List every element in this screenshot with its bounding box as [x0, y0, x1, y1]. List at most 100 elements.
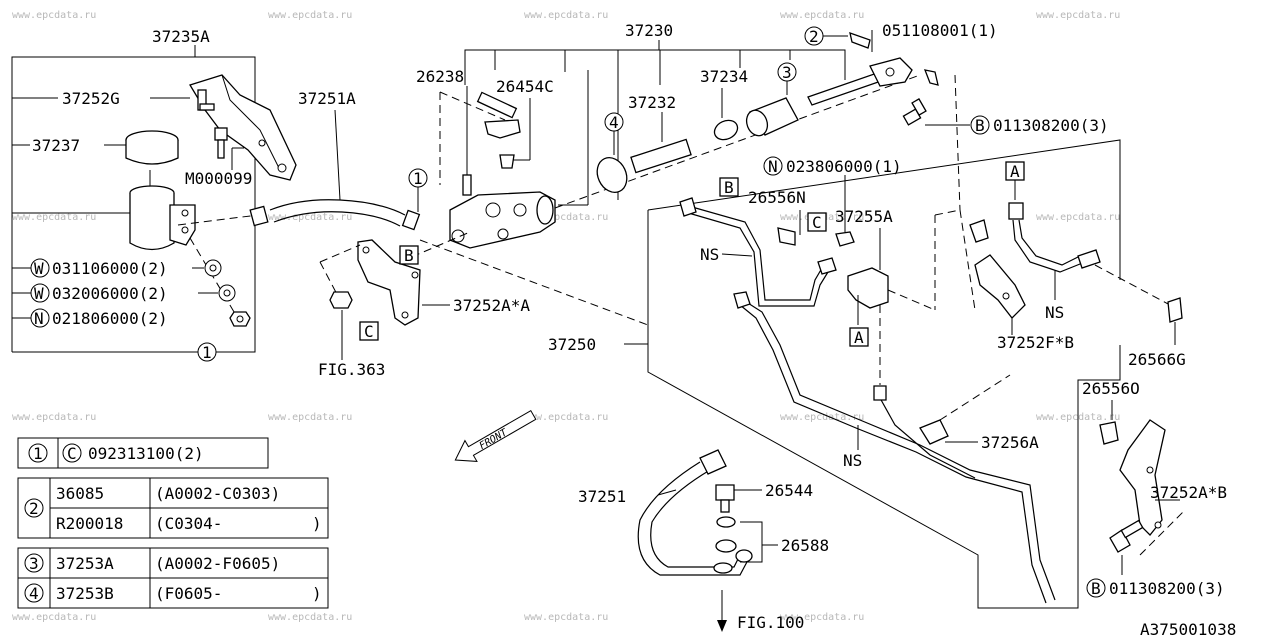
- bracket-hole: [1154, 521, 1162, 529]
- part-label-37252AxB[interactable]: 37252A*B: [1150, 483, 1227, 502]
- bracket-hole: [1002, 292, 1010, 300]
- legend-row1-part[interactable]: 092313100(2): [88, 444, 204, 463]
- pipe-end-fitting: [817, 257, 837, 275]
- legend-row2a-part[interactable]: 36085: [56, 484, 104, 503]
- legend-row-1: [17, 437, 269, 469]
- part-label-37230[interactable]: 37230: [625, 21, 673, 40]
- part-label-26556N[interactable]: 26556N: [748, 188, 806, 207]
- reservoir-group: 37235A 37252G 37237 M000099: [11, 27, 297, 362]
- diagram-id: A375001038: [1140, 620, 1236, 639]
- legend-row2b-range: (C0304-: [155, 514, 222, 533]
- push-rod: [807, 71, 885, 106]
- part-label-37235A[interactable]: 37235A: [152, 27, 210, 46]
- cylinder-port: [497, 228, 509, 240]
- legend-row2b-part[interactable]: R200018: [56, 514, 123, 533]
- bracket-bolt: [969, 219, 989, 243]
- watermark: www.epcdata.ru: [268, 10, 352, 21]
- ns-label: NS: [843, 451, 862, 470]
- part-label-37252AxA[interactable]: 37252A*A: [453, 296, 530, 315]
- bracket-hole: [401, 311, 409, 319]
- hose-end-fitting: [1077, 249, 1101, 269]
- fastener-axis-dashed: [189, 237, 241, 323]
- axis-dashed: [887, 289, 936, 311]
- part-label-26544[interactable]: 26544: [765, 481, 813, 500]
- part-label-051108001[interactable]: 051108001(1): [882, 21, 998, 40]
- watermark: www.epcdata.ru: [12, 612, 96, 623]
- part-label-M000099[interactable]: M000099: [185, 169, 252, 188]
- part-label-26556O[interactable]: 26556O: [1082, 379, 1140, 398]
- hose-37251-b: [650, 469, 741, 568]
- legend-row4-close: ): [312, 584, 322, 603]
- part-label-031106000[interactable]: 031106000(2): [52, 259, 168, 278]
- callout-number-3: 3: [782, 63, 792, 82]
- part-label-37252FxB[interactable]: 37252F*B: [997, 333, 1074, 352]
- legend-row3-range: (A0002-F0605): [155, 554, 280, 573]
- grommet: [499, 154, 515, 169]
- part-label-37250[interactable]: 37250: [548, 335, 596, 354]
- legend-row3-num: 3: [29, 554, 39, 573]
- part-label-37232[interactable]: 37232: [628, 93, 676, 112]
- legend-row4-part[interactable]: 37253B: [56, 584, 114, 603]
- axis-dashed: [939, 374, 1011, 421]
- bolt-m000099-head: [214, 127, 228, 141]
- part-label-032006000[interactable]: 032006000(2): [52, 284, 168, 303]
- clip-26566G: [1167, 297, 1183, 323]
- cylinder-end: [536, 195, 554, 225]
- part-label-37256A[interactable]: 37256A: [981, 433, 1039, 452]
- nut-marker-n: [763, 156, 783, 176]
- nut-hole: [236, 315, 244, 323]
- flexible-hose-group: 37251 26544 26588 FIG.100: [578, 449, 829, 632]
- part-label-023806000[interactable]: 023806000(1): [786, 157, 902, 176]
- bracket-37252AxB: [1119, 419, 1166, 536]
- watermark: www.epcdata.ru: [268, 212, 352, 223]
- fig-reference-363[interactable]: FIG.363: [318, 360, 385, 379]
- bracket-37252G-shape: [189, 74, 297, 181]
- nut-023806000: [835, 231, 855, 247]
- reservoir-cap-body: [125, 140, 179, 165]
- part-label-011308200[interactable]: 011308200(3): [993, 116, 1109, 135]
- pipe-branch: [879, 397, 976, 479]
- bracket-hole: [258, 139, 266, 147]
- watermark: www.epcdata.ru: [12, 212, 96, 223]
- mount-hole: [181, 209, 189, 217]
- legend-row4-range: (F0605-: [155, 584, 222, 603]
- part-label-37252G[interactable]: 37252G: [62, 89, 120, 108]
- part-label-26238[interactable]: 26238: [416, 67, 464, 86]
- part-label-37237[interactable]: 37237: [32, 136, 80, 155]
- cylinder-port: [485, 202, 501, 218]
- hose-clamp: [401, 209, 421, 231]
- union-37255A: [847, 267, 889, 309]
- pipe-upper-b: [684, 211, 829, 307]
- part-label-37251[interactable]: 37251: [578, 487, 626, 506]
- bracket-hole: [362, 246, 370, 254]
- axis-dashed: [1094, 264, 1171, 306]
- part-label-37234[interactable]: 37234: [700, 67, 748, 86]
- clip-26454C: [484, 119, 521, 139]
- legend-row4-num: 4: [29, 584, 39, 603]
- axis-dashed: [954, 74, 961, 211]
- banjo-bolt-26544: [715, 484, 735, 501]
- legend-marker-c: [62, 443, 82, 463]
- watermark: www.epcdata.ru: [1036, 10, 1120, 21]
- leader-line: [657, 489, 677, 496]
- hose-37251-a: [637, 461, 749, 576]
- part-label-37255A[interactable]: 37255A: [835, 207, 893, 226]
- pipe-main-b: [739, 304, 1047, 604]
- watermark: www.epcdata.ru: [780, 612, 864, 623]
- part-label-37251A[interactable]: 37251A: [298, 89, 356, 108]
- part-label-26454C[interactable]: 26454C: [496, 77, 554, 96]
- axis-dashed: [319, 244, 361, 263]
- watermark: www.epcdata.ru: [524, 412, 608, 423]
- hose-end-fitting: [699, 449, 727, 475]
- marker-letter-b: B: [1091, 579, 1101, 598]
- legend-row3-part[interactable]: 37253A: [56, 554, 114, 573]
- fig-reference-100[interactable]: FIG.100: [737, 613, 804, 632]
- part-label-021806000[interactable]: 021806000(2): [52, 309, 168, 328]
- arrow-down-icon: [717, 620, 727, 632]
- bracket-hole: [277, 163, 287, 173]
- marker-letter-b: B: [975, 116, 985, 135]
- hose-axis-dashed: [177, 214, 259, 226]
- part-label-26588[interactable]: 26588: [781, 536, 829, 555]
- part-label-011308200[interactable]: 011308200(3): [1109, 579, 1225, 598]
- part-label-26566G[interactable]: 26566G: [1128, 350, 1186, 369]
